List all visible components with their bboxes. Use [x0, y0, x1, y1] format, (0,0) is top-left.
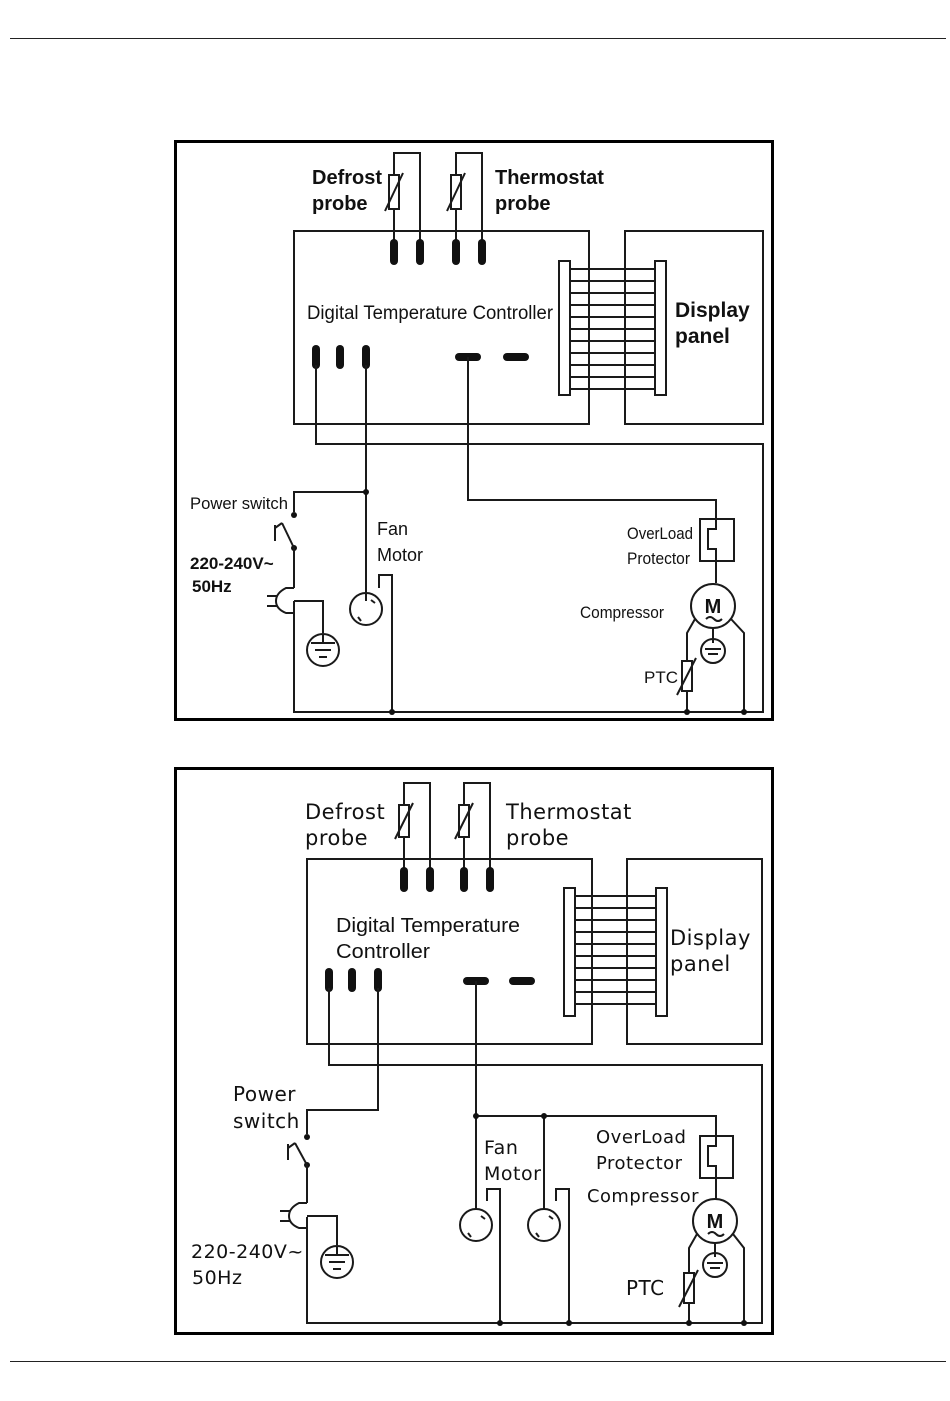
ptc-label: PTC: [626, 1276, 665, 1300]
fan-motor-label-2: Motor: [484, 1163, 541, 1185]
power-switch-label-2: switch: [233, 1109, 300, 1133]
compressor-motor-letter: M: [705, 596, 722, 618]
defrost-probe-label-1: Defrost: [312, 167, 382, 189]
display-panel-label-2: panel: [670, 952, 731, 976]
voltage-label: 220-240V~: [190, 554, 274, 573]
wiring-diagram-2-svg: M Defrost probe Thermostat probe Digital…: [177, 770, 777, 1338]
power-switch-symbol: [275, 512, 297, 588]
top-rule: [10, 38, 946, 39]
ground-symbol: [321, 1246, 353, 1278]
ptc-symbol: [677, 658, 696, 695]
overload-protector-label-1: OverLoad: [627, 524, 693, 543]
overload-protector-label-2: Protector: [596, 1153, 683, 1174]
voltage-label: 220-240V~: [191, 1241, 304, 1263]
thermostat-probe-label-1: Thermostat: [495, 167, 604, 189]
overload-protector-label-1: OverLoad: [596, 1127, 686, 1148]
defrost-probe-label-1: Defrost: [305, 800, 385, 824]
controller-label-2: Controller: [336, 941, 430, 963]
power-plug: [280, 1203, 337, 1245]
compressor-label: Compressor: [587, 1186, 699, 1207]
thermostat-probe-label-1: Thermostat: [505, 800, 632, 824]
fan-motor-label-2: Motor: [377, 545, 423, 565]
bottom-rule: [10, 1361, 946, 1362]
ptc-symbol: [679, 1270, 698, 1307]
controller-label: Digital Temperature Controller: [307, 303, 554, 324]
display-panel-label-1: Display: [670, 926, 751, 950]
overload-protector-symbol: [700, 519, 734, 583]
power-switch-label: Power switch: [190, 494, 288, 513]
wiring-diagram-2: M Defrost probe Thermostat probe Digital…: [174, 767, 774, 1335]
controller-label-1: Digital Temperature: [336, 915, 520, 937]
wiring-diagram-1-svg: M Defrost probe Thermostat probe Digital…: [177, 143, 777, 724]
display-panel-label-1: Display: [675, 299, 750, 322]
overload-protector-symbol: [700, 1136, 733, 1199]
thermostat-probe-label-2: probe: [506, 826, 569, 850]
fan-motor-label-1: Fan: [377, 519, 408, 539]
ground-symbol: [307, 634, 339, 666]
display-panel-label-2: panel: [675, 325, 730, 348]
compressor-label: Compressor: [580, 603, 664, 622]
thermostat-probe-label-2: probe: [495, 193, 551, 215]
fan-motor-symbol-2: [528, 1209, 560, 1241]
fan-motor-label-1: Fan: [484, 1137, 518, 1159]
overload-protector-label-2: Protector: [627, 549, 690, 568]
power-switch-label-1: Power: [233, 1082, 296, 1106]
compressor-motor-letter: M: [707, 1211, 724, 1233]
compressor-symbol: M: [687, 584, 744, 712]
frequency-label: 50Hz: [192, 577, 232, 596]
defrost-probe-label-2: probe: [312, 193, 368, 215]
compressor-symbol: M: [689, 1199, 744, 1323]
frequency-label: 50Hz: [192, 1267, 242, 1289]
controller-box: [294, 231, 589, 424]
ptc-label: PTC: [644, 668, 678, 687]
power-switch-symbol: [288, 1134, 310, 1203]
fan-motor-symbol-1: [460, 1209, 492, 1241]
defrost-probe-label-2: probe: [305, 826, 368, 850]
wiring-diagram-1: M Defrost probe Thermostat probe Digital…: [174, 140, 774, 721]
